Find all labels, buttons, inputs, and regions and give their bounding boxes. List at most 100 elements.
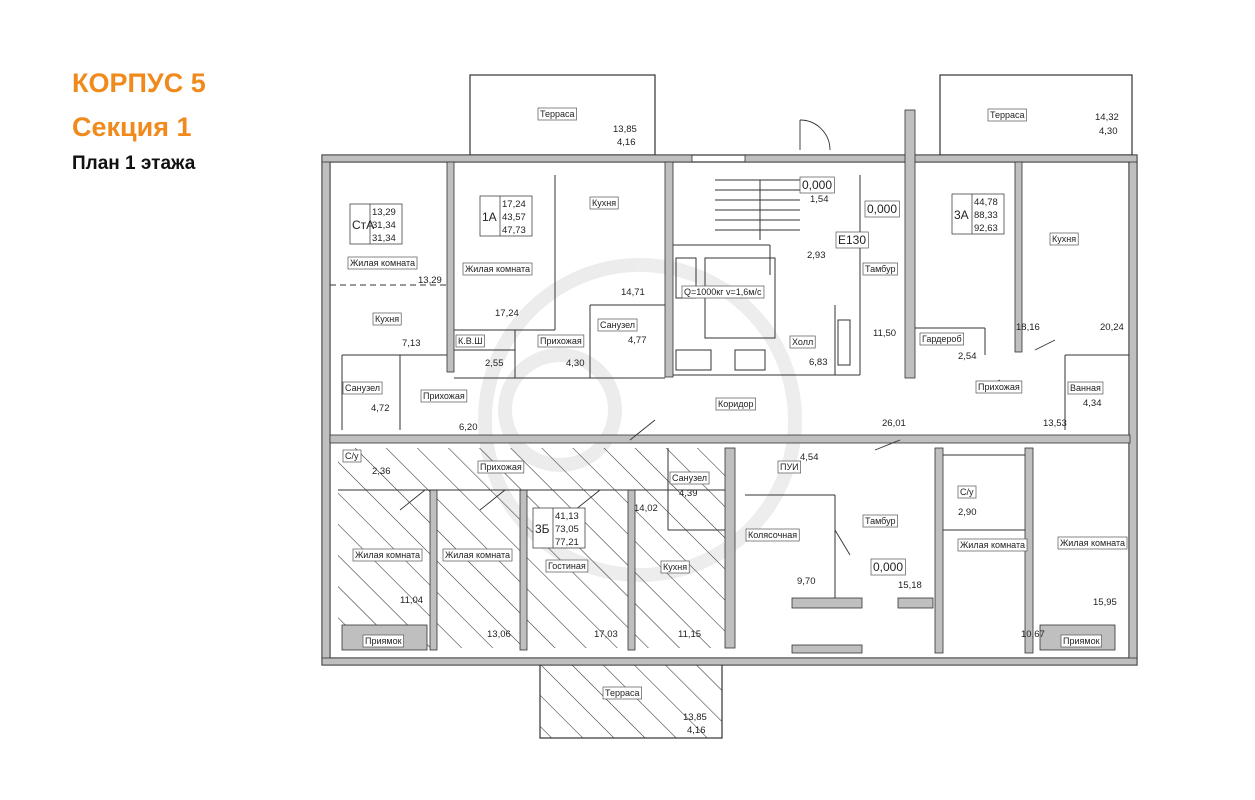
room-label-terrace-top-right-box	[987, 108, 1027, 122]
room-label-pui-box	[777, 460, 802, 474]
area-terr-r-b: 4,30	[1099, 126, 1118, 137]
room-label-tambour-top: Тамбур	[865, 264, 896, 274]
room-label-su-left: С/у	[345, 451, 359, 461]
room-label-su-right: С/у	[960, 487, 974, 497]
area-living-r-a: 10,67	[1021, 629, 1045, 640]
room-label-su-left-box	[342, 449, 362, 463]
room-label-kitchen-3a: Кухня	[1052, 234, 1076, 244]
room-label-wardrobe-3a-box	[919, 332, 964, 346]
area-pui: 4,54	[800, 452, 819, 463]
room-label-living-3b-b-box	[442, 548, 513, 562]
area-a3-wardrobe: 2,54	[958, 351, 977, 362]
room-label-terrace-top-left: Терраса	[540, 109, 575, 119]
area-terr-b-b: 4,16	[687, 725, 706, 736]
room-label-terrace-top-right: Терраса	[990, 110, 1025, 120]
level-mark-level-a: 0,000	[802, 178, 832, 192]
room-label-closet-1a-box	[455, 334, 485, 348]
apartment-area-with-terrace: 77,21	[555, 537, 579, 548]
room-label-living-3b-a: Жилая комната	[355, 550, 420, 560]
room-label-living-right-b-box	[1057, 536, 1128, 550]
apartment-living-area: 44,78	[974, 197, 998, 208]
apartment-code: СтА	[352, 218, 374, 232]
room-label-living-3b-b: Жилая комната	[445, 550, 510, 560]
area-corridor: 26,01	[882, 418, 906, 429]
area-terr-l-a: 13,85	[613, 124, 637, 135]
room-label-corridor-box	[715, 397, 756, 411]
room-label-kitchen-st-box	[372, 312, 402, 326]
apartment-tag-box	[479, 195, 533, 237]
room-label-bath-1a-box	[597, 318, 638, 332]
room-label-bath-3b: Санузел	[672, 473, 707, 483]
level-mark-e130-box	[835, 231, 869, 249]
area-su-left: 2,36	[372, 466, 391, 477]
room-label-living-right-b: Жилая комната	[1060, 538, 1125, 548]
area-st-kitchen: 7,13	[402, 338, 421, 349]
room-label-closet-1a: К.В.Ш	[458, 336, 483, 346]
room-label-hall-3b-box	[477, 460, 525, 474]
level-mark-level-c-box	[870, 558, 906, 576]
interior-walls	[330, 175, 1129, 598]
room-label-living-right-a: Жилая комната	[960, 540, 1025, 550]
area-st-hall: 6,20	[459, 422, 478, 433]
area-a3-bath: 4,34	[1083, 398, 1102, 409]
area-stairs-a: 1,54	[810, 194, 829, 205]
room-label-hall-3b: Прихожая	[480, 462, 522, 472]
room-label-bath-st-box	[342, 381, 383, 395]
area-stroller: 9,70	[797, 576, 816, 587]
floor-plan-title: План 1 этажа	[72, 153, 196, 174]
room-label-hall-st: Прихожая	[423, 391, 465, 401]
area-a3-kitchen: 20,24	[1100, 322, 1124, 333]
room-label-terrace-bottom-box	[602, 686, 642, 700]
area-tambour-top: 11,50	[873, 328, 896, 339]
room-label-kitchen-1a-box	[589, 196, 619, 210]
room-label-lounge-3b: Гостиная	[548, 561, 586, 571]
room-label-stroller-box	[745, 528, 800, 542]
area-b3-lounge: 17,03	[594, 629, 618, 640]
level-mark-e130: Е130	[838, 233, 866, 247]
room-label-kitchen-3b: Кухня	[663, 562, 687, 572]
apartment-code: 3Б	[535, 522, 550, 536]
room-label-pit-left-box	[362, 634, 404, 648]
level-mark-level-a-box	[799, 176, 835, 194]
area-a1-bath: 4,77	[628, 335, 647, 346]
room-label-hall-3a-box	[975, 380, 1023, 394]
apartment-total-area: 73,05	[555, 524, 579, 535]
room-label-kitchen-3a-box	[1049, 232, 1079, 246]
room-label-corridor: Коридор	[718, 399, 754, 409]
area-living-r-b: 15,95	[1093, 597, 1117, 608]
room-label-bath-1a: Санузел	[600, 320, 635, 330]
apartment-area-with-terrace: 31,34	[372, 233, 396, 244]
room-label-tambour-top-box	[862, 262, 898, 276]
area-b3-living-b: 13,06	[487, 629, 511, 640]
area-a1-closet: 2,55	[485, 358, 504, 369]
room-label-living-3b-a-box	[352, 548, 423, 562]
apartment-living-area: 13,29	[372, 207, 396, 218]
room-label-hall-center-box	[789, 335, 816, 349]
room-label-hall-1a-box	[537, 334, 585, 348]
room-label-bath-st: Санузел	[345, 383, 380, 393]
level-mark-level-b: 0,000	[867, 202, 897, 216]
room-label-pit-left: Приямок	[365, 636, 402, 646]
area-su-right: 2,90	[958, 507, 977, 518]
apartment-tag-box	[951, 193, 1005, 235]
room-label-pit-right-box	[1060, 634, 1102, 648]
section-title: Секция 1	[72, 112, 192, 142]
area-a1-living: 17,24	[495, 308, 519, 319]
area-a1-kitchen: 14,71	[621, 287, 645, 298]
room-label-terrace-bottom: Терраса	[605, 688, 640, 698]
area-stairs-b: 2,93	[807, 250, 826, 261]
apartment-3b-hatch	[338, 448, 725, 738]
room-label-hall-1a: Прихожая	[540, 336, 582, 346]
room-label-kitchen-3b-box	[660, 560, 690, 574]
room-label-living-st: Жилая комната	[350, 258, 415, 268]
area-st-living: 13,29	[418, 275, 442, 286]
room-label-kitchen-1a: Кухня	[592, 198, 616, 208]
room-label-elevator-box	[681, 285, 765, 299]
apartment-living-area: 41,13	[555, 511, 579, 522]
area-b3-living-a: 11,04	[400, 595, 423, 606]
room-label-living-st-box	[347, 256, 418, 270]
room-label-bath-3a: Ванная	[1070, 383, 1101, 393]
